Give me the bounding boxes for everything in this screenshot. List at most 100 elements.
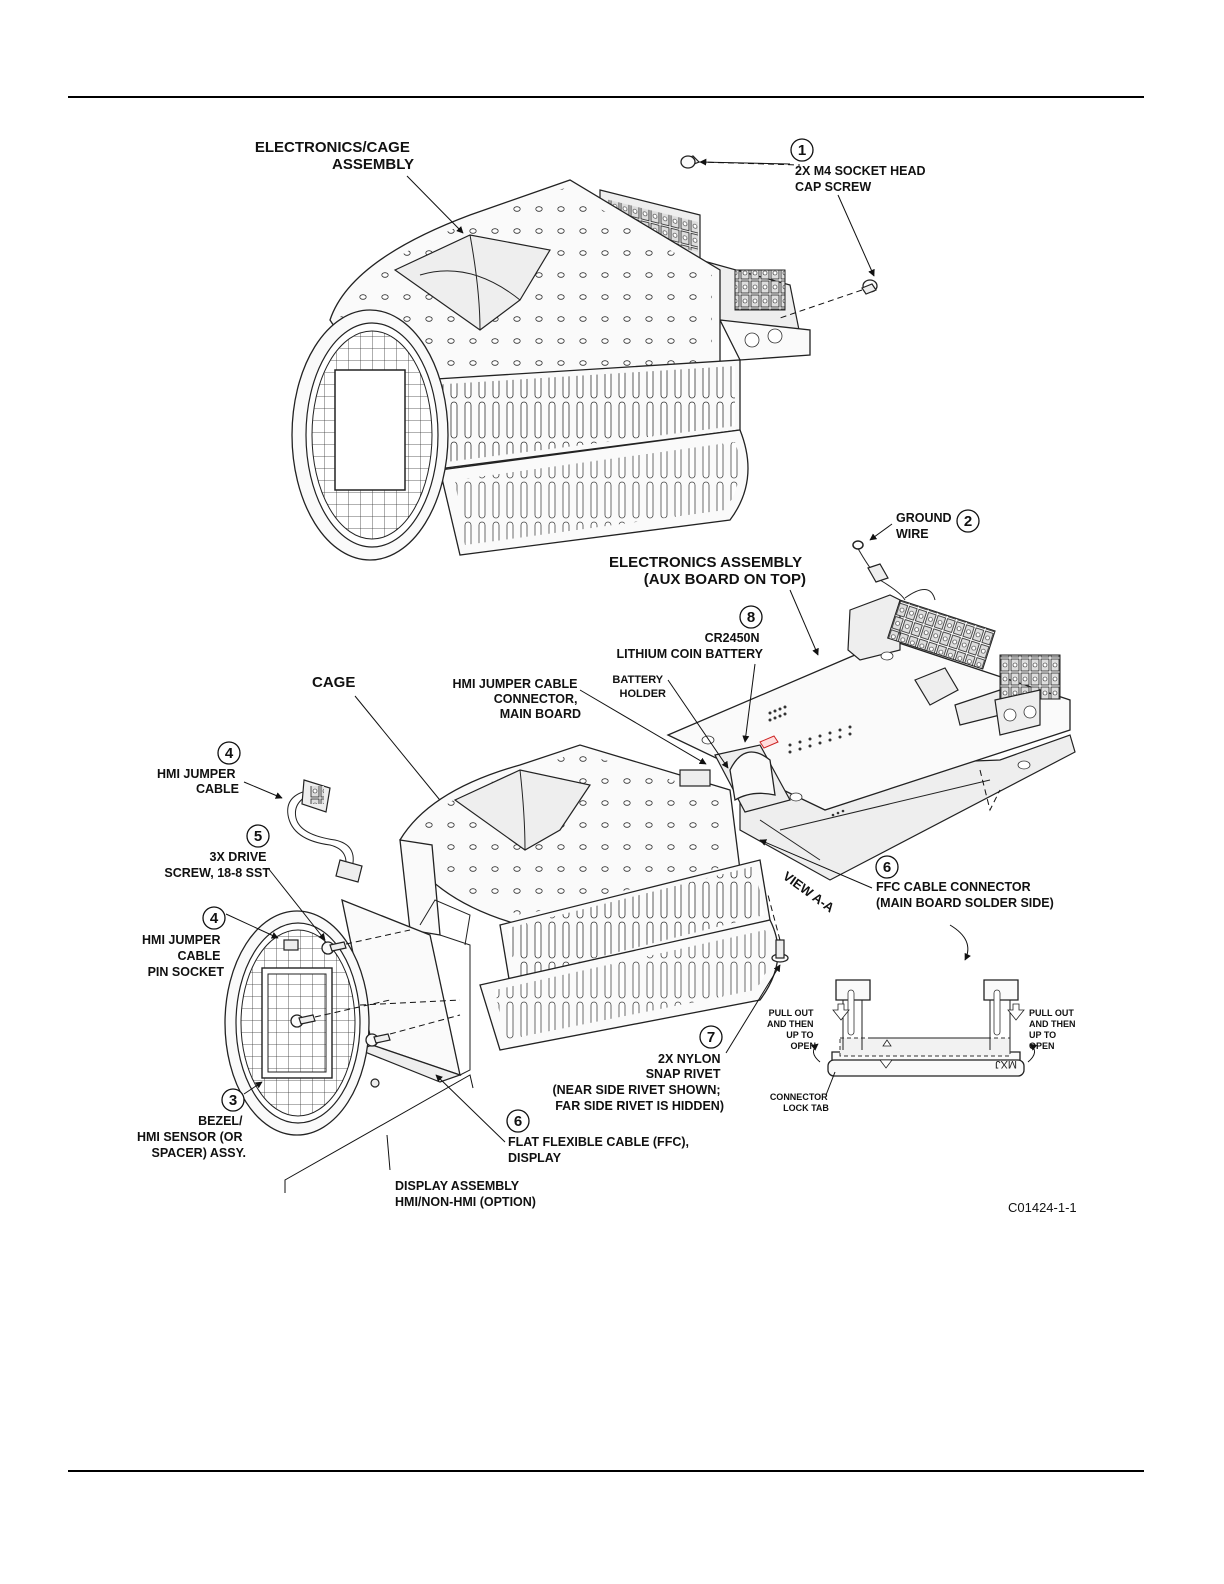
label-line: CABLE [196,782,239,796]
label-line: DISPLAY [508,1151,562,1165]
label-line: CR2450N [705,631,760,645]
label-line: BATTERY [612,674,663,686]
view-aa-detail: MXJ [810,979,1038,1096]
label-line: DISPLAY ASSEMBLY [395,1179,520,1193]
label-electronics-assembly: ELECTRONICS ASSEMBLY (AUX BOARD ON TOP) [609,554,806,588]
leader-electronics-cage [406,175,464,234]
label-line: HMI JUMPER CABLE [453,677,578,691]
callout-7: 7 [707,1029,715,1046]
label-battery-holder: BATTERY HOLDER [612,674,666,700]
callout-6a: 6 [514,1113,522,1130]
label-line: 2X M4 SOCKET HEAD [795,164,926,178]
callout-circle-7 [699,1025,723,1049]
callout-circle-2 [956,509,980,533]
leader-snap-rivet [725,964,781,1054]
callout-circle-6a [506,1109,530,1133]
label-line: GROUND [896,511,952,525]
label-line: CONNECTOR, [494,692,578,706]
callout-circle-4b [202,906,226,930]
drive-screws [290,929,461,1047]
callout-2: 2 [964,513,972,530]
label-bezel: BEZEL/ HMI SENSOR (OR SPACER) ASSY. [137,1114,246,1160]
alignment-line [359,999,461,1006]
figure-code: C01424-1-1 [1008,1200,1077,1215]
label-line: PIN SOCKET [148,965,225,979]
label-line: HMI JUMPER [157,767,235,781]
label-battery: CR2450N LITHIUM COIN BATTERY [616,631,763,661]
label-line: WIRE [896,527,929,541]
label-snap-rivet: 2X NYLON SNAP RIVET (NEAR SIDE RIVET SHO… [552,1052,724,1113]
label-line: UP TO [1029,1030,1056,1040]
label-pull-out-left: PULL OUT AND THEN UP TO OPEN [767,1008,816,1051]
electronics-cage-assembly-drawing [291,179,811,561]
label-line: SNAP RIVET [646,1067,721,1081]
hmi-jumper-cable [287,779,363,883]
label-drive-screw: 3X DRIVE SCREW, 18-8 SST [164,850,270,880]
callout-circle-8 [739,605,763,629]
leader-hmi-pin-socket [225,913,279,939]
leader-cage [354,695,449,811]
label-cage: CAGE [312,674,355,691]
label-line: 2X NYLON [658,1052,721,1066]
label-line: LOCK TAB [783,1103,829,1113]
callout-circle-3 [221,1088,245,1112]
label-line: UP TO [786,1030,813,1040]
display-assembly-bracket [284,1074,474,1193]
callout-circle-4a [217,741,241,765]
label-line: BEZEL/ [198,1114,243,1128]
leader-ffc-display [435,1074,506,1143]
leader-bezel [243,1081,263,1095]
label-line: (MAIN BOARD SOLDER SIDE) [876,896,1054,910]
label-line: HMI JUMPER [142,933,220,947]
leader-battery-holder [667,679,729,769]
label-line: (NEAR SIDE RIVET SHOWN; [552,1083,720,1097]
label-line: SPACER) ASSY. [152,1146,246,1160]
label-display-assembly: DISPLAY ASSEMBLY HMI/NON-HMI (OPTION) [395,1179,536,1209]
label-line: LITHIUM COIN BATTERY [616,647,763,661]
label-electronics-cage-assembly: ELECTRONICS/CAGE ASSEMBLY [255,139,414,173]
label-line: PULL OUT [769,1008,814,1018]
leader-ffc-connector [759,839,873,889]
leader-drive-screw [267,867,326,941]
callout-4b: 4 [210,910,219,927]
leader-electronics-assembly [789,589,819,656]
label-line: CONNECTOR [770,1092,828,1102]
label-line: AND THEN [767,1019,814,1029]
label-line: ASSEMBLY [332,156,414,173]
alignment-line [979,769,1001,812]
callout-8: 8 [747,609,755,626]
callout-6b: 6 [883,859,891,876]
leader-ground-wire [869,523,893,541]
callout-4a: 4 [225,745,234,762]
leader-battery [742,663,756,743]
display-plate-drawing [341,898,471,1083]
label-pull-out-right: PULL OUT AND THEN UP TO OPEN [1029,1008,1078,1051]
label-hmi-jumper-cable: HMI JUMPER CABLE [157,767,239,796]
header-rule [68,96,1144,98]
label-line: HOLDER [620,688,667,700]
callout-1: 1 [798,142,806,159]
label-line: FLAT FLEXIBLE CABLE (FFC), [508,1135,689,1149]
label-ground-wire: GROUND WIRE [896,511,955,541]
label-line: ELECTRONICS/CAGE [255,139,410,156]
label-line: HMI SENSOR (OR [137,1130,243,1144]
label-line: CAP SCREW [795,180,871,194]
label-line: (AUX BOARD ON TOP) [644,571,806,588]
terminal-blocks-top [599,189,811,361]
label-line: SCREW, 18-8 SST [164,866,270,880]
label-line: OPEN [790,1041,816,1051]
label-line: AND THEN [1029,1019,1076,1029]
label-ffc-display: FLAT FLEXIBLE CABLE (FFC), DISPLAY [508,1135,692,1165]
view-arrow [949,924,971,961]
callout-circle-1 [790,138,814,162]
label-socket-screw: 2X M4 SOCKET HEAD CAP SCREW [795,164,929,194]
label-line: PULL OUT [1029,1008,1074,1018]
label-line: HMI/NON-HMI (OPTION) [395,1195,536,1209]
label-hmi-jumper-connector: HMI JUMPER CABLE CONNECTOR, MAIN BOARD [453,677,582,721]
label-ffc-connector: FFC CABLE CONNECTOR (MAIN BOARD SOLDER S… [876,880,1054,910]
callout-circle-6b [875,855,899,879]
label-line: MAIN BOARD [500,707,581,721]
electronics-assembly-drawing [666,540,1076,881]
callout-3: 3 [229,1092,237,1109]
